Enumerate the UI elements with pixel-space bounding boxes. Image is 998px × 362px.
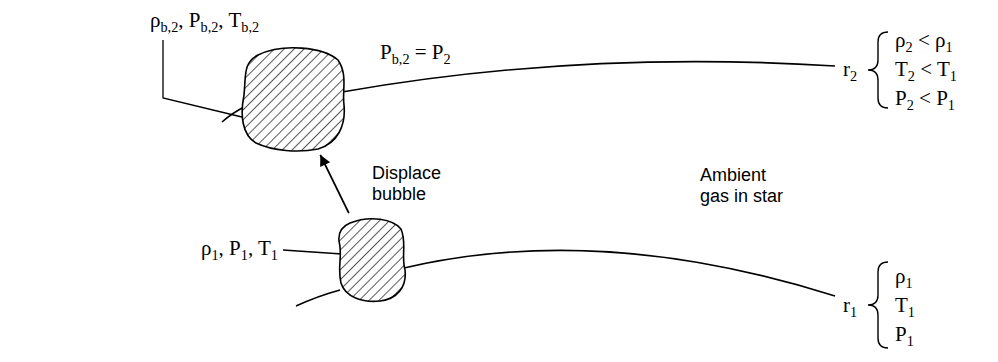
brace [868, 32, 888, 108]
bubble-outline [335, 215, 407, 302]
leader-line [283, 250, 342, 254]
bubble-hatching [339, 219, 405, 302]
state-label: ρb,2, Pb,2, Tb,2 [150, 8, 259, 32]
radius-label: r2 [843, 57, 857, 81]
bubble-fill [339, 219, 405, 302]
fluid-bubble: ρ1, P1, T1 [335, 215, 407, 302]
radius-label: r1 [843, 293, 857, 317]
condition-label: P2 < P1 [895, 86, 955, 110]
bubble-fill [242, 48, 344, 151]
leader-line [163, 40, 246, 118]
bubble-outline [238, 45, 348, 153]
lower-shell-arc [404, 250, 835, 296]
state-label: ρ1, P1, T1 [201, 236, 278, 260]
condition-label: ρ1 [895, 264, 913, 288]
condition-label: T2 < T1 [895, 57, 957, 81]
fluid-bubble: ρb,2, Pb,2, Tb,2Pb,2 = P2 [238, 45, 348, 153]
bubble-hatching [242, 48, 344, 151]
displacement-arrow [320, 155, 349, 213]
lower-shell-arc [296, 290, 340, 306]
upper-shell-arc [342, 62, 835, 92]
edge-label: Displace bubble [372, 163, 454, 205]
condition-label: T1 [895, 293, 915, 317]
brace [868, 262, 888, 348]
region-label: Ambient gas in star [700, 165, 795, 207]
condition-label: P1 [895, 322, 914, 346]
state-label: Pb,2 = P2 [380, 40, 451, 64]
condition-label: ρ2 < ρ1 [895, 28, 953, 52]
